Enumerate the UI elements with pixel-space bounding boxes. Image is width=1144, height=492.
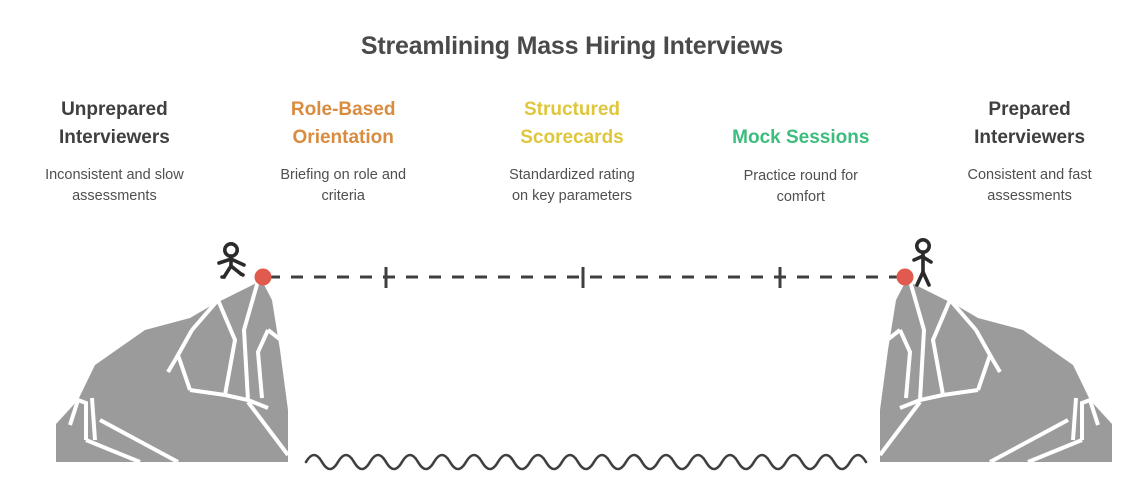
- column-unprepared-interviewers: Unprepared Interviewers Inconsistent and…: [0, 96, 229, 207]
- dashed-connector-path: [268, 267, 898, 288]
- water-wave-line: [304, 453, 868, 471]
- start-marker-dot: [254, 268, 272, 286]
- stick-figure-unprepared-icon: [217, 242, 246, 279]
- column-role-based-orientation: Role-Based Orientation Briefing on role …: [229, 96, 458, 207]
- column-prepared-interviewers: Prepared Interviewers Consistent and fas…: [915, 96, 1144, 207]
- column-heading-structured-scorecards: Structured Scorecards: [520, 99, 624, 148]
- column-subtext-role-based-orientation: Briefing on role and criteria: [280, 167, 407, 205]
- column-heading-role-based-orientation: Role-Based Orientation: [290, 99, 396, 148]
- column-structured-scorecards: Structured Scorecards Standardized ratin…: [458, 96, 687, 207]
- column-heading-prepared-interviewers: Prepared Interviewers: [974, 99, 1086, 148]
- stick-figure-prepared-icon: [912, 238, 933, 287]
- end-marker-dot: [896, 268, 914, 286]
- right-mountain-icon: [878, 277, 1112, 464]
- column-mock-sessions: Mock Sessions Practice round for comfort: [686, 96, 915, 208]
- column-header-row: Unprepared Interviewers Inconsistent and…: [0, 96, 1144, 216]
- column-subtext-mock-sessions: Practice round for comfort: [743, 167, 859, 205]
- column-subtext-prepared-interviewers: Consistent and fast assessments: [967, 167, 1092, 205]
- column-subtext-unprepared-interviewers: Inconsistent and slow assessments: [45, 167, 184, 205]
- column-heading-unprepared-interviewers: Unprepared Interviewers: [58, 99, 170, 148]
- column-subtext-structured-scorecards: Standardized rating on key parameters: [509, 167, 635, 205]
- left-mountain-icon: [56, 277, 290, 464]
- column-heading-mock-sessions: Mock Sessions: [732, 127, 870, 148]
- page-title: Streamlining Mass Hiring Interviews: [360, 32, 784, 60]
